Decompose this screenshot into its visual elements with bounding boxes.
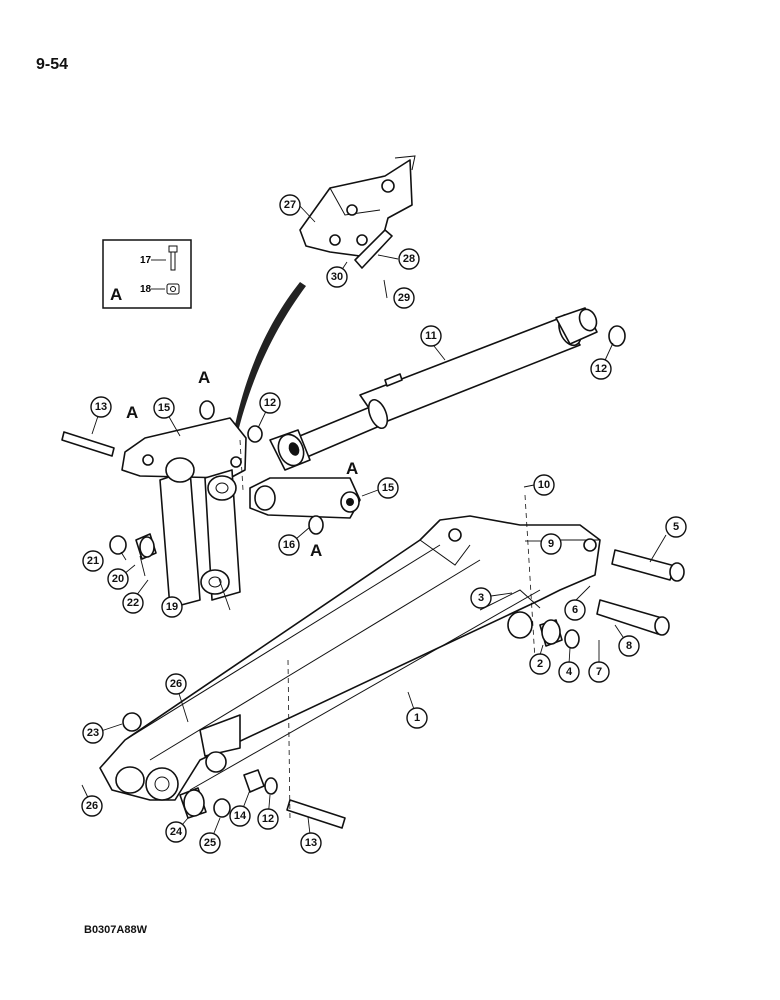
svg-text:23: 23 xyxy=(87,727,99,739)
detail-box-a: 17 18 A xyxy=(102,239,192,309)
callout-13: 13 xyxy=(300,832,322,854)
svg-text:24: 24 xyxy=(170,826,183,838)
pin-13-upper xyxy=(61,431,115,457)
callout-12: 12 xyxy=(257,808,279,830)
detail-marker-a: A xyxy=(346,459,358,478)
svg-text:30: 30 xyxy=(331,271,343,283)
callout-2: 2 xyxy=(529,653,551,675)
washer-12-mid xyxy=(247,425,263,443)
callout-4: 4 xyxy=(558,661,580,683)
callout-20: 20 xyxy=(107,568,129,590)
callout-21: 21 xyxy=(82,550,104,572)
detail-box-letter: A xyxy=(110,285,122,304)
svg-text:3: 3 xyxy=(478,592,484,604)
callout-12: 12 xyxy=(590,358,612,380)
callout-22: 22 xyxy=(122,592,144,614)
detail-marker-a: A xyxy=(126,403,138,422)
svg-text:15: 15 xyxy=(382,482,394,494)
callout-27: 27 xyxy=(279,194,301,216)
callout-28: 28 xyxy=(398,248,420,270)
svg-text:10: 10 xyxy=(538,479,550,491)
pin-5 xyxy=(611,549,676,581)
callout-23: 23 xyxy=(82,722,104,744)
svg-text:6: 6 xyxy=(572,604,578,616)
svg-text:12: 12 xyxy=(262,813,274,825)
callout-24: 24 xyxy=(165,821,187,843)
svg-text:16: 16 xyxy=(283,539,295,551)
callout-8: 8 xyxy=(618,635,640,657)
callout-9: 9 xyxy=(540,533,562,555)
svg-text:15: 15 xyxy=(158,402,170,414)
svg-text:11: 11 xyxy=(425,330,437,342)
svg-text:2: 2 xyxy=(537,658,543,670)
figure-code: B0307A88W xyxy=(84,924,147,936)
detail-marker-a: A xyxy=(198,368,210,387)
cylinder-mount-inset xyxy=(299,155,416,269)
pin-8 xyxy=(596,599,663,635)
svg-text:25: 25 xyxy=(204,837,216,849)
detail-pointer xyxy=(232,282,306,440)
callout-5: 5 xyxy=(665,516,687,538)
hydraulic-cylinder xyxy=(269,307,598,471)
svg-text:29: 29 xyxy=(398,292,410,304)
svg-text:26: 26 xyxy=(170,678,182,690)
svg-text:9: 9 xyxy=(548,538,554,550)
svg-text:22: 22 xyxy=(127,597,139,609)
detail-marker-a: A xyxy=(310,541,322,560)
washer-12-low xyxy=(264,777,278,795)
svg-text:14: 14 xyxy=(234,810,247,822)
svg-text:12: 12 xyxy=(264,397,276,409)
washer-23 xyxy=(122,712,142,732)
callout-1: 1 xyxy=(406,707,428,729)
pin-13-lower xyxy=(286,799,346,829)
svg-text:8: 8 xyxy=(626,640,632,652)
nut-icon xyxy=(166,283,180,295)
svg-text:21: 21 xyxy=(87,555,99,567)
washer-4 xyxy=(564,629,580,649)
washer-21 xyxy=(109,535,127,555)
callout-26: 26 xyxy=(81,795,103,817)
callout-14: 14 xyxy=(229,805,251,827)
svg-text:28: 28 xyxy=(403,253,415,265)
svg-text:26: 26 xyxy=(86,800,98,812)
callout-19: 19 xyxy=(161,596,183,618)
boom-arm xyxy=(99,515,601,801)
callouts: 1 2 3 4 5 6 7 8 9 10 11 12 12 12 12 13 1… xyxy=(81,194,687,854)
callout-16: 16 xyxy=(278,534,300,556)
svg-text:13: 13 xyxy=(305,837,317,849)
detail-item-17: 17 xyxy=(140,255,152,266)
callout-26: 26 xyxy=(165,673,187,695)
page-number: 9-54 xyxy=(36,56,69,73)
callout-30: 30 xyxy=(326,266,348,288)
callout-11: 11 xyxy=(420,325,442,347)
svg-text:20: 20 xyxy=(112,573,124,585)
svg-text:4: 4 xyxy=(566,666,573,678)
callout-12: 12 xyxy=(259,392,281,414)
callout-10: 10 xyxy=(533,474,555,496)
callout-29: 29 xyxy=(393,287,415,309)
svg-text:7: 7 xyxy=(596,666,602,678)
callout-15: 15 xyxy=(377,477,399,499)
svg-text:13: 13 xyxy=(95,401,107,413)
svg-text:12: 12 xyxy=(595,363,607,375)
bushing-14 xyxy=(243,769,265,793)
callout-13: 13 xyxy=(90,396,112,418)
callout-3: 3 xyxy=(470,587,492,609)
washer-25 xyxy=(213,798,231,818)
svg-text:27: 27 xyxy=(284,199,296,211)
callout-25: 25 xyxy=(199,832,221,854)
bolt-icon xyxy=(168,245,178,271)
svg-text:5: 5 xyxy=(673,521,679,533)
link-assembly xyxy=(121,400,361,609)
svg-text:19: 19 xyxy=(166,601,178,613)
callout-15: 15 xyxy=(153,397,175,419)
callout-7: 7 xyxy=(588,661,610,683)
detail-item-18: 18 xyxy=(140,284,152,295)
svg-text:1: 1 xyxy=(414,712,420,724)
washer-12-top xyxy=(608,325,626,347)
callout-6: 6 xyxy=(564,599,586,621)
